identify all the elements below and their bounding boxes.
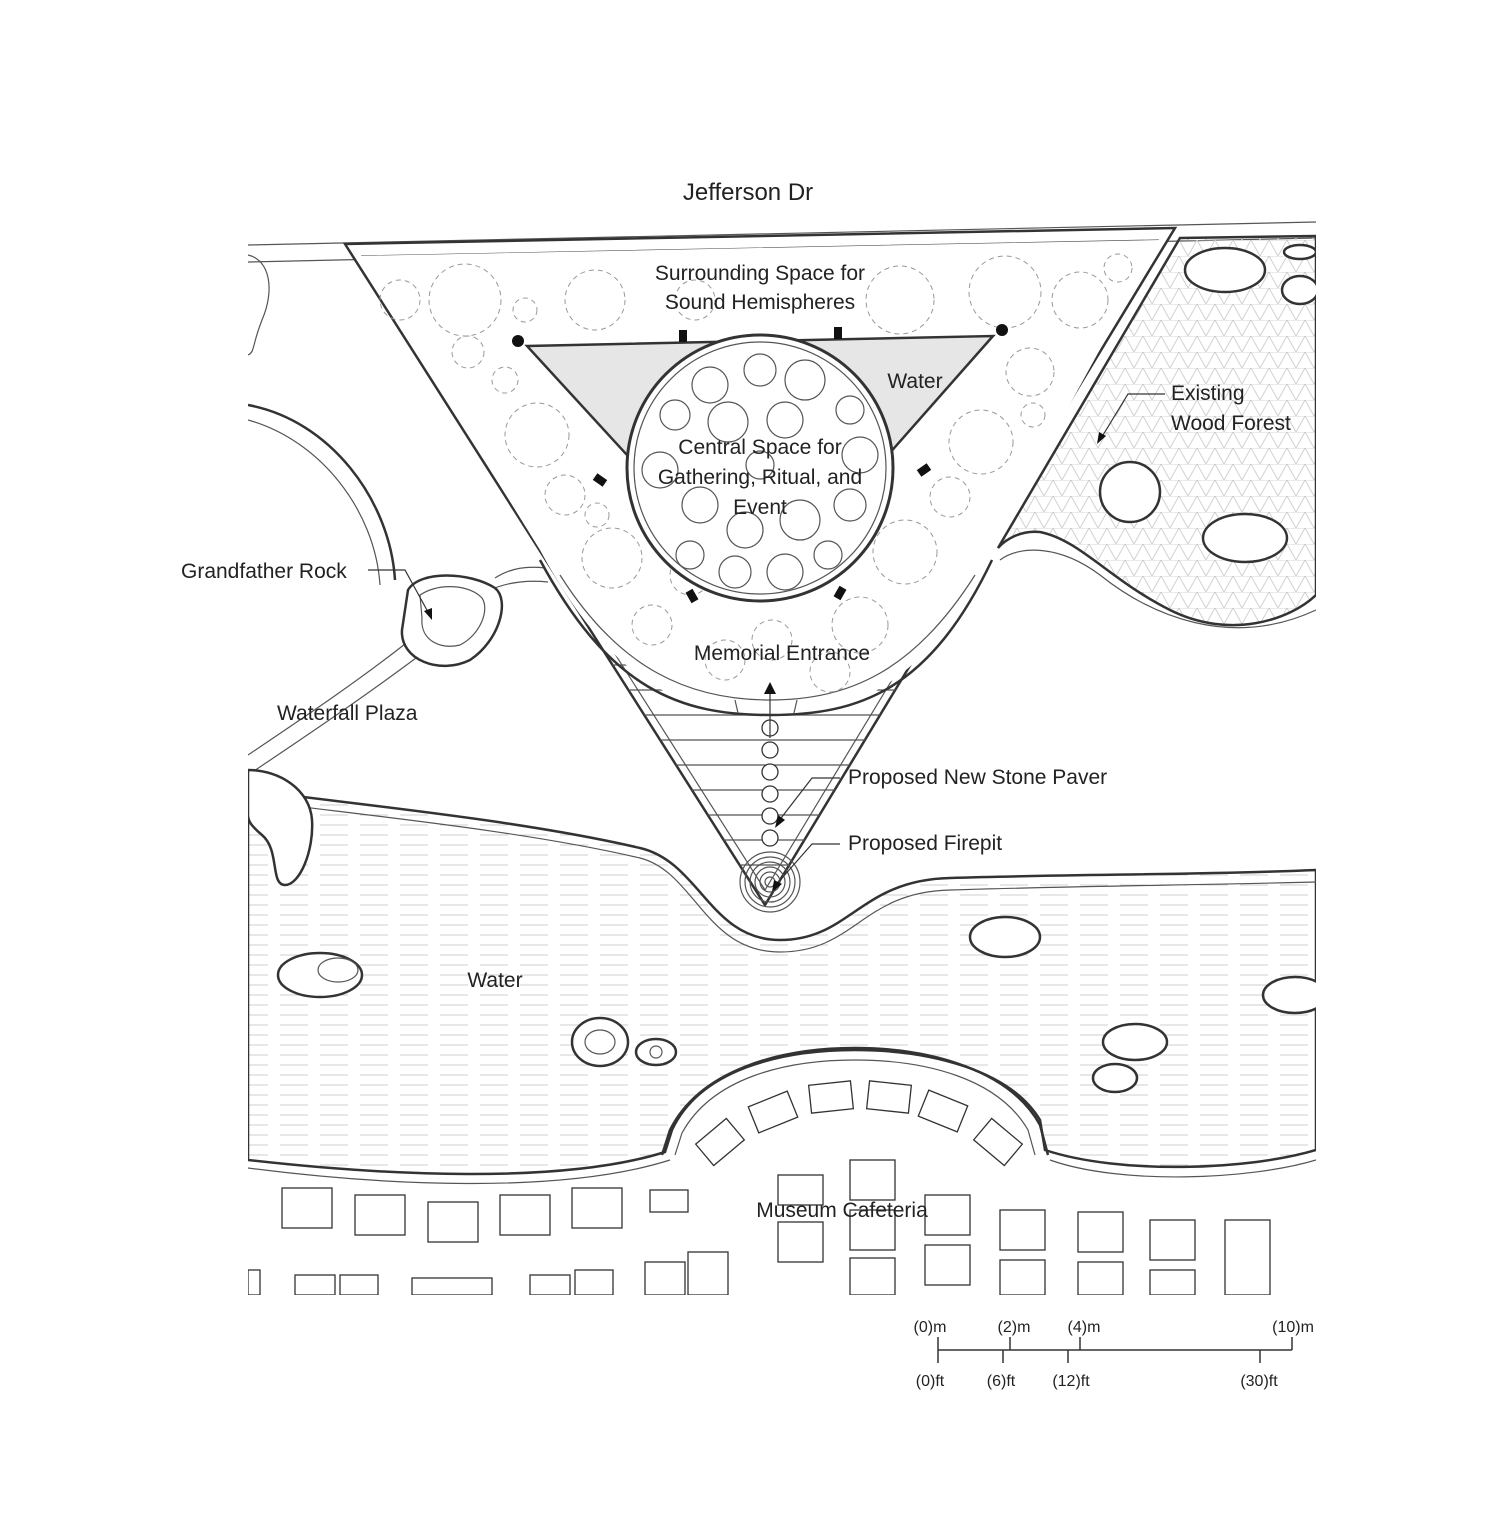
surrounding-space-label: Surrounding Space for <box>655 262 865 285</box>
path-edge <box>494 566 546 579</box>
existing-forest-label: Wood Forest <box>1171 412 1291 435</box>
scale-feet-label: (0)ft <box>916 1373 945 1390</box>
central-space-inner-ring <box>633 341 887 595</box>
existing-forest-label: Existing <box>1171 382 1245 405</box>
scale-meter-label: (10)m <box>1272 1319 1314 1336</box>
road-edge <box>248 221 1316 246</box>
scale-feet-label: (12)ft <box>1052 1373 1090 1390</box>
scale-bar: (0)m (2)m (4)m (10)m (0)ft (6)ft (12)ft … <box>914 1319 1314 1390</box>
water-lower-label: Water <box>467 969 522 992</box>
memorial-entrance-label: Memorial Entrance <box>694 642 870 665</box>
plaza-edge <box>248 403 397 581</box>
rock <box>968 915 1042 959</box>
central-space-label: Central Space for <box>678 436 841 459</box>
central-gathering-circles <box>641 353 879 591</box>
rock <box>570 1016 630 1068</box>
cafeteria-arc <box>660 1046 1050 1156</box>
street-label: Jefferson Dr <box>683 179 813 206</box>
waterfall-plaza-label: Waterfall Plaza <box>277 702 418 725</box>
water-edge-inner <box>248 1159 1316 1185</box>
forest-leader <box>1099 393 1165 441</box>
rock <box>584 1029 616 1055</box>
museum-cafeteria-label: Museum Cafeteria <box>756 1199 928 1222</box>
path-edge <box>248 654 421 776</box>
path-edge <box>248 639 411 756</box>
water-body <box>248 788 1316 1176</box>
cafeteria-tables <box>248 1159 1271 1295</box>
rock <box>1183 246 1267 294</box>
entrance-arrow-head <box>764 682 776 694</box>
cafeteria-outdoor-seating <box>694 1080 1024 1167</box>
cafeteria-arc-inner <box>674 1059 1036 1156</box>
rock <box>1280 274 1316 306</box>
stone-paver-label: Proposed New Stone Paver <box>848 766 1107 789</box>
rock <box>248 768 314 887</box>
scale-meter-label: (0)m <box>914 1319 947 1336</box>
firepit <box>739 851 801 913</box>
rock <box>317 957 359 983</box>
water-upper-label: Water <box>887 370 942 393</box>
sound-hemispheres <box>379 253 1133 693</box>
rock-leader <box>368 569 429 613</box>
central-space-label: Gathering, Ritual, and <box>658 466 862 489</box>
scale-meter-label: (4)m <box>1068 1319 1101 1336</box>
firepit-leader <box>774 843 840 887</box>
scale-meter-label: (2)m <box>998 1319 1031 1336</box>
surrounding-space-label: Sound Hemispheres <box>665 291 855 314</box>
rock <box>1091 1062 1139 1094</box>
rock <box>1201 512 1289 564</box>
rock <box>634 1037 678 1067</box>
central-space-circle <box>625 333 895 603</box>
rock <box>1098 460 1162 524</box>
scale-feet-label: (30)ft <box>1240 1373 1278 1390</box>
central-space-label: Event <box>733 496 787 519</box>
grandfather-rock-inner <box>419 586 486 647</box>
water-edge-inner <box>248 799 1316 953</box>
grandfather-rock <box>400 574 504 668</box>
triangle-posts <box>512 324 1008 604</box>
site-base <box>248 221 1316 1295</box>
path-edge <box>489 580 549 591</box>
grandfather-rock-label: Grandfather Rock <box>181 560 347 583</box>
lawn-edge <box>248 254 270 356</box>
rock <box>1261 975 1316 1015</box>
rock <box>1282 243 1316 261</box>
firepit-label: Proposed Firepit <box>848 832 1002 855</box>
rock <box>649 1045 663 1059</box>
forest-edge <box>999 549 1316 629</box>
scale-feet-label: (6)ft <box>987 1373 1016 1390</box>
paver-leader <box>777 777 840 823</box>
rock <box>1101 1022 1169 1062</box>
plaza-edge <box>248 419 381 586</box>
